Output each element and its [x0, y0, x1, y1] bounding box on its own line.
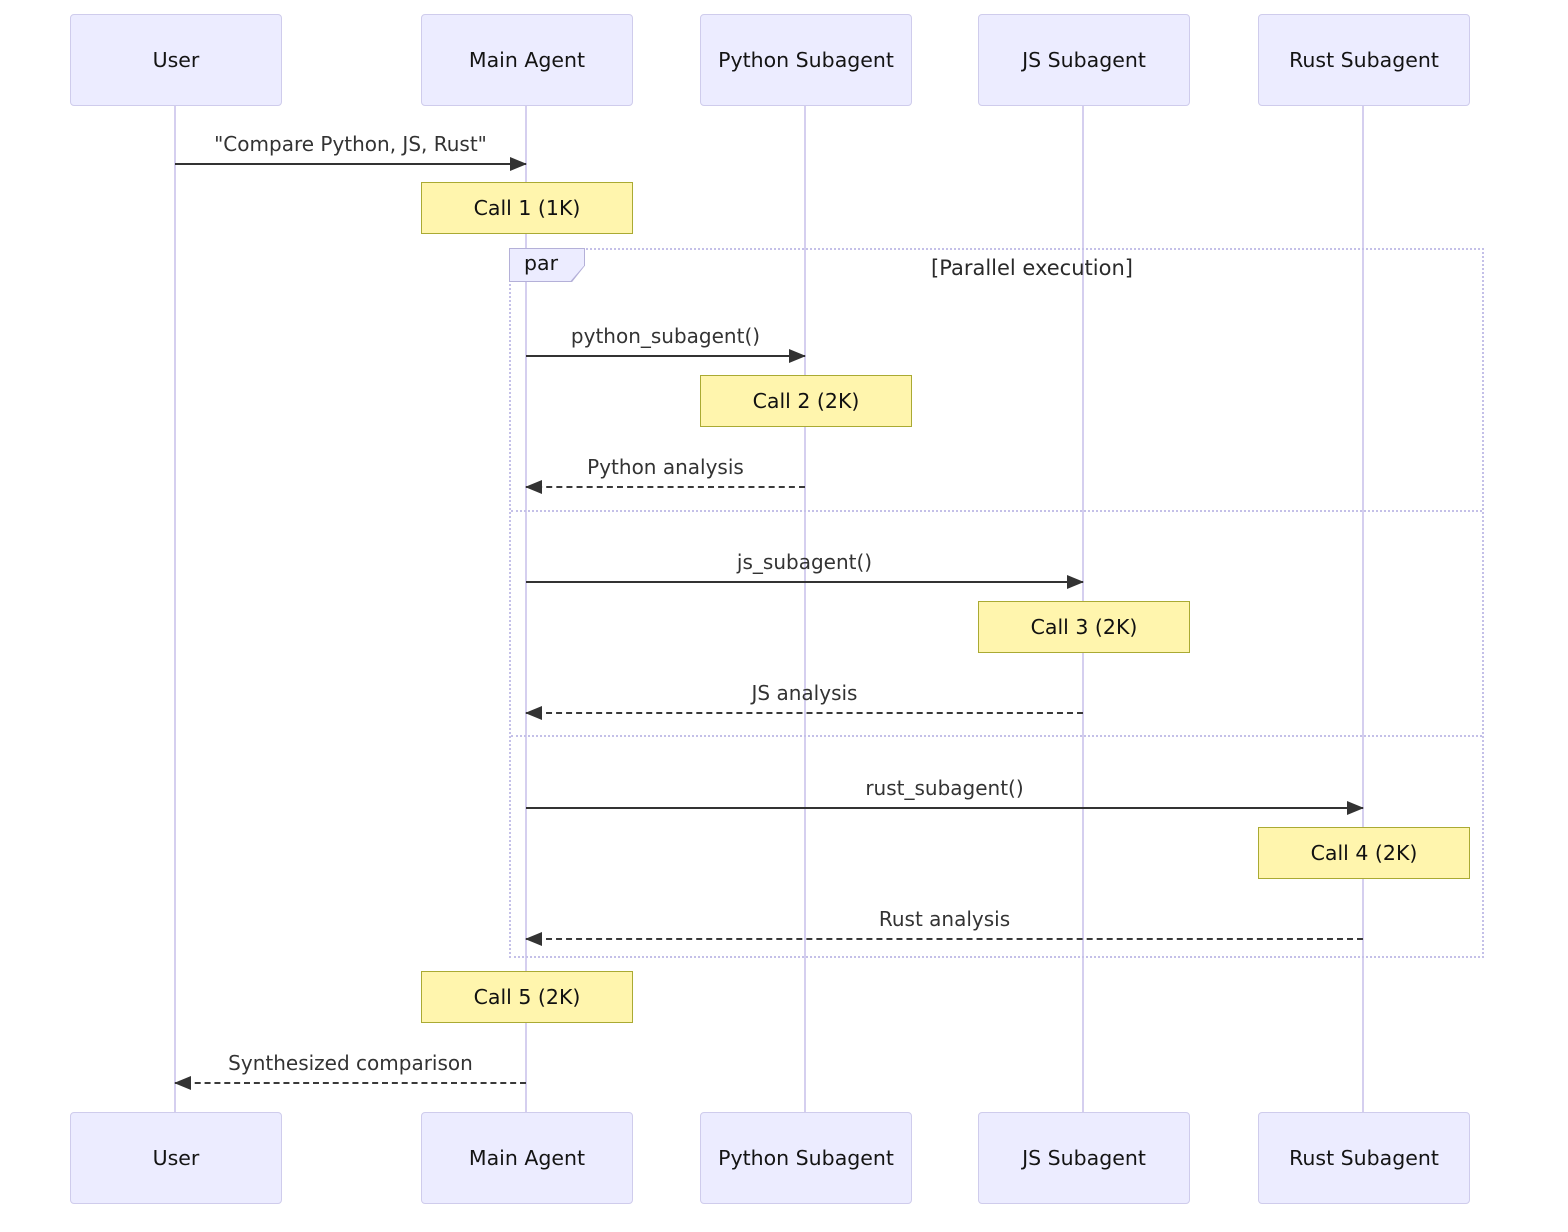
actor-label: Rust Subagent [1289, 48, 1439, 72]
note-call-1: Call 1 (1K) [421, 182, 633, 234]
arrowhead-left-icon [174, 1076, 191, 1090]
actor-label: JS Subagent [1022, 48, 1146, 72]
message-python-subagent-call: python_subagent() [526, 323, 806, 363]
note-call-5: Call 5 (2K) [421, 971, 633, 1023]
actor-bottom-main-agent: Main Agent [421, 1112, 633, 1204]
par-label: par [509, 248, 585, 282]
actor-top-rust-subagent: Rust Subagent [1258, 14, 1470, 106]
lifeline-rust-subagent [1362, 104, 1364, 1114]
message-label: JS analysis [751, 681, 858, 705]
message-label: Rust analysis [878, 907, 1011, 931]
arrowhead-right-icon [789, 349, 806, 363]
message-rust-subagent-call: rust_subagent() [526, 775, 1364, 815]
actor-top-user: User [70, 14, 282, 106]
message-line [175, 1082, 526, 1084]
message-line [526, 355, 805, 357]
actor-top-main-agent: Main Agent [421, 14, 633, 106]
note-label: Call 2 (2K) [752, 389, 860, 413]
actor-bottom-js-subagent: JS Subagent [978, 1112, 1190, 1204]
message-label: rust_subagent() [865, 776, 1024, 800]
actor-label: User [152, 1146, 200, 1170]
message-line [526, 712, 1083, 714]
message-label: python_subagent() [570, 324, 761, 348]
arrowhead-left-icon [525, 706, 542, 720]
actor-bottom-rust-subagent: Rust Subagent [1258, 1112, 1470, 1204]
par-title: [Parallel execution] [931, 256, 1133, 280]
note-call-4: Call 4 (2K) [1258, 827, 1470, 879]
actor-top-python-subagent: Python Subagent [700, 14, 912, 106]
par-label-text: par [524, 251, 559, 275]
note-label: Call 4 (2K) [1310, 841, 1418, 865]
note-label: Call 3 (2K) [1030, 615, 1138, 639]
par-divider-1 [511, 510, 1482, 512]
actor-label: Rust Subagent [1289, 1146, 1439, 1170]
note-call-2: Call 2 (2K) [700, 375, 912, 427]
message-label: js_subagent() [736, 550, 873, 574]
note-label: Call 5 (2K) [473, 985, 581, 1009]
par-frame: par [Parallel execution] [509, 248, 1484, 958]
actor-label: JS Subagent [1022, 1146, 1146, 1170]
arrowhead-left-icon [525, 932, 542, 946]
par-label-background [510, 249, 584, 281]
arrowhead-left-icon [525, 480, 542, 494]
message-user-request: "Compare Python, JS, Rust" [175, 131, 527, 171]
message-line [526, 807, 1363, 809]
message-js-subagent-call: js_subagent() [526, 549, 1084, 589]
actor-label: Python Subagent [718, 48, 894, 72]
par-divider-2 [511, 735, 1482, 737]
actor-top-js-subagent: JS Subagent [978, 14, 1190, 106]
message-line [526, 581, 1083, 583]
message-synthesized-comparison: Synthesized comparison [174, 1050, 526, 1090]
actor-label: Main Agent [468, 48, 586, 72]
actor-label: Python Subagent [718, 1146, 894, 1170]
message-label: Synthesized comparison [228, 1051, 473, 1075]
message-line [526, 938, 1363, 940]
arrowhead-right-icon [1347, 801, 1364, 815]
lifeline-main-agent [525, 104, 527, 1114]
message-rust-analysis-return: Rust analysis [525, 906, 1363, 946]
message-python-analysis-return: Python analysis [525, 454, 805, 494]
actor-bottom-user: User [70, 1112, 282, 1204]
message-label: "Compare Python, JS, Rust" [214, 132, 487, 156]
message-label: Python analysis [587, 455, 744, 479]
message-line [526, 486, 805, 488]
actor-label: Main Agent [468, 1146, 586, 1170]
lifeline-user [174, 104, 176, 1114]
message-js-analysis-return: JS analysis [525, 680, 1083, 720]
message-line [175, 163, 526, 165]
actor-bottom-python-subagent: Python Subagent [700, 1112, 912, 1204]
actor-label: User [152, 48, 200, 72]
lifeline-python-subagent [804, 104, 806, 1114]
arrowhead-right-icon [1067, 575, 1084, 589]
note-call-3: Call 3 (2K) [978, 601, 1190, 653]
note-label: Call 1 (1K) [473, 196, 581, 220]
arrowhead-right-icon [510, 157, 527, 171]
